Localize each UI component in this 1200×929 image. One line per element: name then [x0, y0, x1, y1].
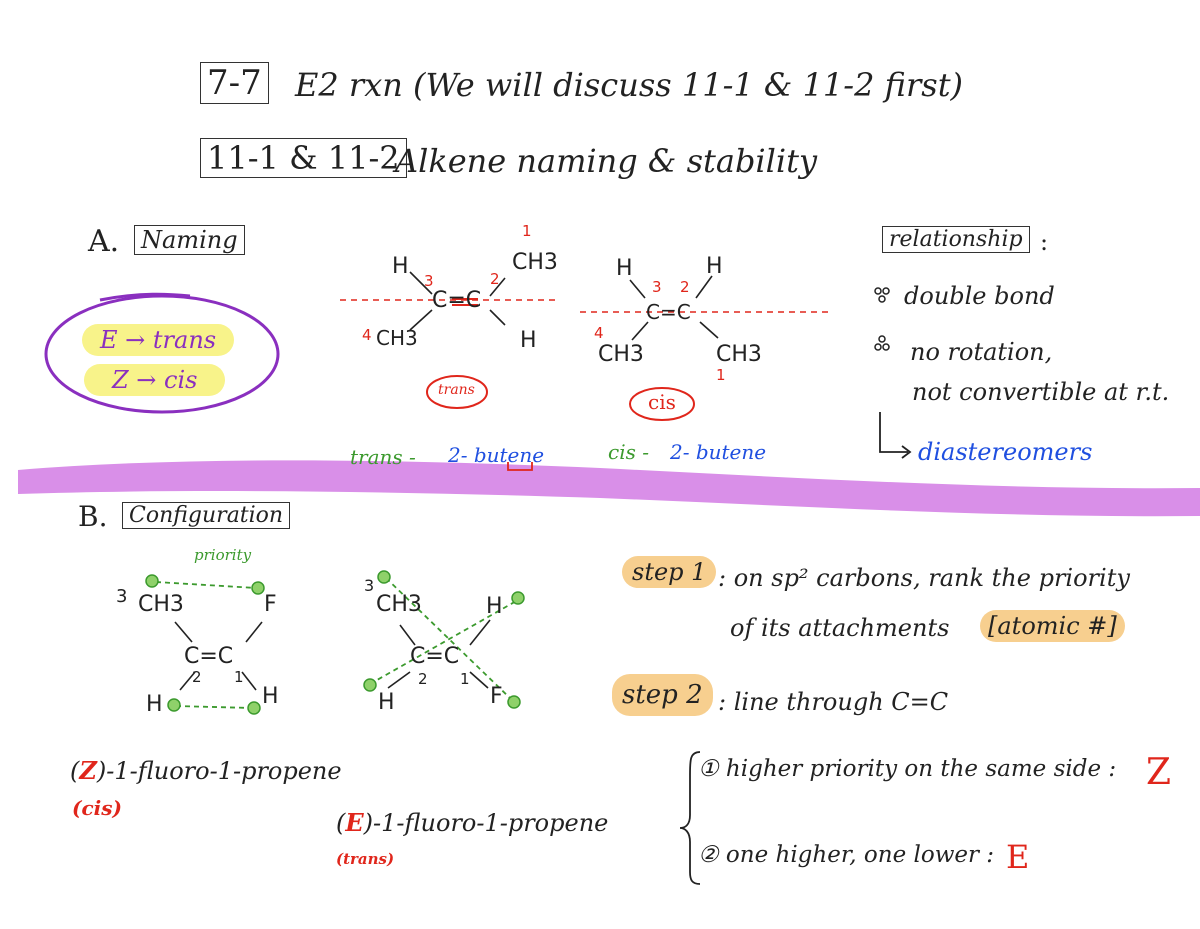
step1-text: : on sp² carbons, rank the priority [718, 564, 1130, 592]
e-name-rest: )-1-fluoro-1-propene [363, 809, 609, 837]
e-trans-rule: E → trans [82, 324, 235, 356]
step1-bracket: [atomic #] [980, 610, 1125, 642]
cis-num-3: 3 [652, 278, 662, 296]
trans-name-prefix: trans - [350, 445, 416, 469]
z-h-left: H [146, 692, 163, 717]
rule-1-result: Z [1146, 752, 1172, 793]
trans-num-4: 4 [362, 326, 372, 344]
ez-purple-ring-tail [99, 292, 191, 302]
section-11-box: 11-1 & 11-2 [200, 138, 407, 178]
cis-tag: cis [648, 390, 676, 414]
e-num-1: 1 [460, 670, 470, 688]
header-line-1: E2 rxn (We will discuss 11-1 & 11-2 firs… [295, 66, 964, 104]
trans-butene-bonds [409, 271, 506, 331]
z-letter: Z [79, 756, 97, 785]
rule-1: ① higher priority on the same side : [698, 756, 1117, 782]
trans-tag: trans [438, 382, 475, 398]
step1-text-2: of its attachments [730, 614, 950, 642]
rule-2-result: E [1006, 838, 1030, 876]
z-name: (Z)-1-fluoro-1-propene [70, 756, 342, 785]
e-num-3: 3 [364, 576, 375, 595]
rule-2: ② one higher, one lower : [698, 842, 995, 868]
relationship-arrow [879, 412, 908, 453]
e-fluoropropene-bonds [387, 619, 491, 689]
trans-oval [426, 375, 488, 409]
cis-ch3-right: CH3 [716, 342, 762, 367]
naming-title: Naming [134, 225, 245, 255]
e-num-2: 2 [418, 670, 428, 688]
step1-label: step 1 [622, 556, 717, 588]
e-h-left: H [378, 690, 395, 715]
diastereomers: diastereomers [918, 438, 1093, 466]
trans-h-right: H [520, 328, 537, 353]
z-h-right: H [262, 684, 279, 709]
z-name-rest: )-1-fluoro-1-propene [96, 757, 342, 785]
e-h-top: H [486, 594, 503, 619]
trans-num-3: 3 [424, 272, 434, 290]
z-priority-dots [145, 574, 265, 715]
purple-divider-band [18, 460, 1200, 517]
bullet-not-convertible: not convertible at r.t. [912, 378, 1170, 406]
e-ch3: CH3 [376, 592, 422, 617]
ez-purple-ring [44, 294, 280, 414]
step2-text: : line through C=C [718, 688, 949, 716]
trans-h-left: H [392, 254, 409, 279]
rules-brace [679, 751, 701, 885]
cis-name-rest: 2- butene [670, 440, 767, 464]
e-f-right: F [490, 684, 503, 709]
trans-center-cc: C=C [432, 288, 482, 313]
z-priority-links [155, 581, 257, 709]
relationship-colon: : [1040, 228, 1049, 256]
z-f: F [264, 592, 277, 617]
z-num-1: 1 [234, 668, 244, 686]
z-name-open: ( [70, 757, 80, 785]
e-priority-dots [363, 570, 525, 709]
trans-num-2: 2 [490, 270, 500, 288]
z-cis-rule: Z → cis [84, 364, 226, 396]
z-fluoropropene-bonds [174, 621, 263, 691]
e-letter: E [345, 808, 364, 837]
butene-ending-mark [507, 462, 533, 471]
header-line-2: Alkene naming & stability [395, 142, 818, 180]
e-center-cc: C=C [410, 644, 460, 669]
trans-ch3-top: CH3 [512, 250, 558, 275]
cis-ch3-left: CH3 [598, 342, 644, 367]
cis-h-right: H [706, 254, 723, 279]
naming-label: A. [88, 224, 120, 259]
z-cis-tag: (cis) [72, 796, 122, 820]
relationship-title: relationship [882, 226, 1030, 253]
cis-name-prefix: cis - [608, 440, 649, 464]
cis-num-1: 1 [716, 366, 726, 384]
e-priority-links [369, 577, 519, 701]
bullet-no-rotation: no rotation, [910, 338, 1053, 366]
e-trans-tag: (trans) [336, 850, 395, 868]
config-label: B. [78, 500, 108, 533]
z-center-cc: C=C [184, 644, 234, 669]
step2-label: step 2 [612, 674, 713, 716]
bullet-double-bond: double bond [904, 282, 1055, 310]
cis-center-cc: C=C [646, 300, 691, 324]
section-7-7-box: 7-7 [200, 62, 269, 104]
cis-num-4: 4 [594, 324, 604, 342]
e-name: (E)-1-fluoro-1-propene [336, 808, 608, 837]
trans-ch3-left: CH3 [376, 326, 418, 350]
z-num-2: 2 [192, 668, 202, 686]
e-name-open: ( [336, 809, 346, 837]
priority-label: priority [194, 546, 252, 564]
cis-num-2: 2 [680, 278, 690, 296]
z-ch3: CH3 [138, 592, 184, 617]
cis-butene-bonds [629, 275, 719, 341]
trans-name-rest: 2- butene [448, 443, 545, 467]
trans-num-1: 1 [522, 222, 532, 240]
trans-double-bond [452, 298, 478, 306]
cis-oval [629, 387, 695, 421]
config-title: Configuration [122, 502, 291, 529]
z-num-3: 3 [116, 586, 128, 607]
bullet-dots [874, 287, 890, 351]
cis-h-left: H [616, 256, 633, 281]
